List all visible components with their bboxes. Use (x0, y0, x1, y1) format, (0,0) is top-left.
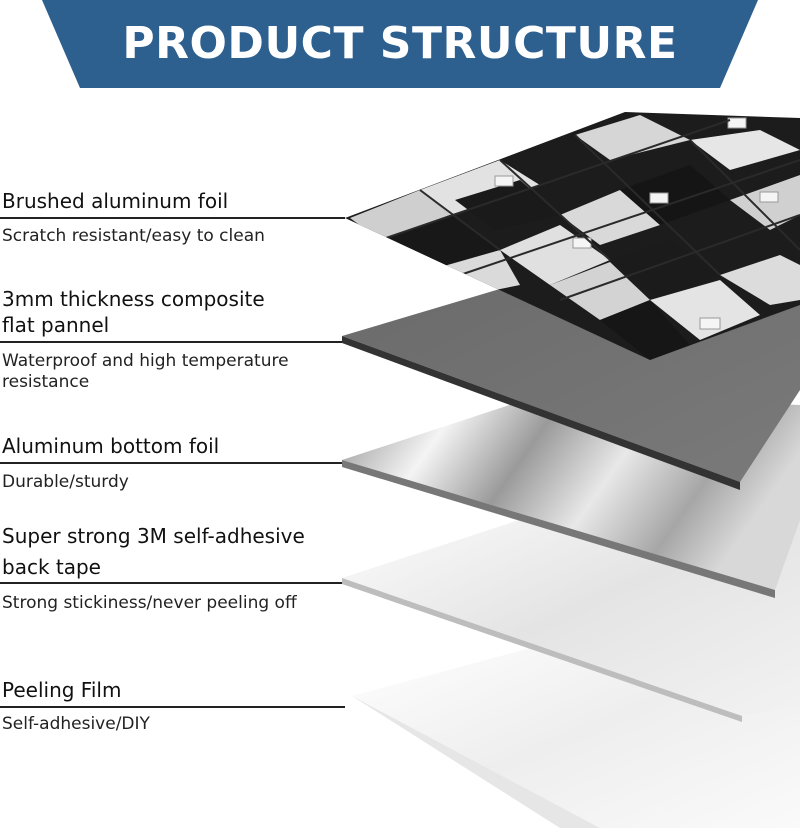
layer-title-adhesive-tape-line2: back tape (2, 555, 101, 579)
layer-title-brushed-foil: Brushed aluminum foil (2, 189, 229, 213)
layer-title-peeling-film: Peeling Film (2, 678, 122, 702)
header-banner (42, 0, 758, 88)
page-title: PRODUCT STRUCTURE (122, 18, 678, 69)
leader-line (0, 217, 345, 219)
layer-desc-composite-panel-line2: resistance (2, 372, 90, 392)
leader-line (0, 341, 342, 343)
banner-shape (42, 0, 758, 88)
leader-line (0, 706, 345, 708)
layer-desc-brushed-foil: Scratch resistant/easy to clean (2, 226, 265, 246)
layer-desc-peeling-film: Self-adhesive/DIY (2, 714, 150, 734)
leader-line (0, 462, 342, 464)
layer-desc-bottom-foil: Durable/sturdy (2, 472, 129, 492)
layer-desc-adhesive-tape: Strong stickiness/never peeling off (2, 593, 297, 613)
layer-title-bottom-foil: Aluminum bottom foil (2, 434, 220, 458)
layer-desc-composite-panel-line1: Waterproof and high temperature (2, 351, 289, 371)
layer-title-composite-panel-line2: flat pannel (2, 313, 110, 337)
layer-title-composite-panel-line1: 3mm thickness composite (2, 287, 265, 311)
leader-line (0, 582, 342, 584)
layer-title-adhesive-tape-line1: Super strong 3M self-adhesive (2, 524, 305, 548)
